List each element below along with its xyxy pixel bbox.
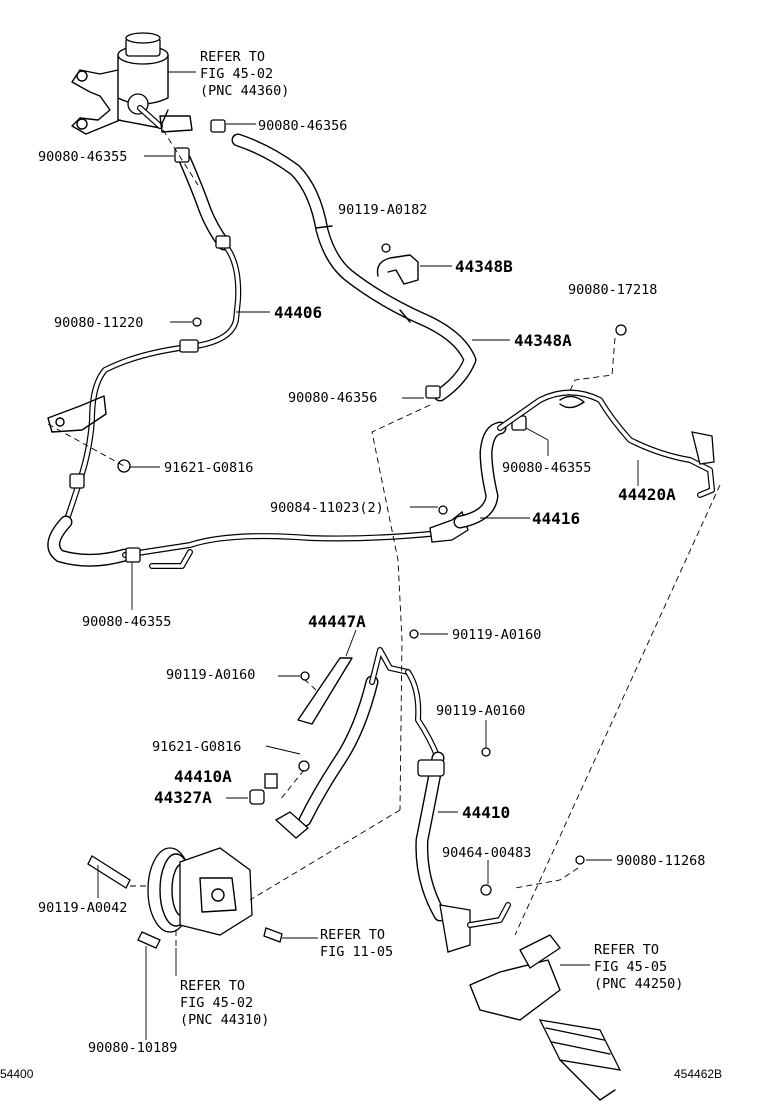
label-90080-11268: 90080-11268 xyxy=(616,853,705,869)
refer-reservoir-line2: FIG 45-02 xyxy=(200,66,273,82)
footer-right-code: 454462B xyxy=(674,1067,722,1081)
label-44348a: 44348A xyxy=(514,331,572,350)
refer-reservoir-line3: (PNC 44360) xyxy=(200,83,289,99)
refer-gear-line3: (PNC 44250) xyxy=(594,976,683,992)
label-90119-a0182: 90119-A0182 xyxy=(338,202,427,218)
refer-pump-line2: FIG 45-02 xyxy=(180,995,253,1011)
label-90080-46356-b: 90080-46356 xyxy=(288,390,377,406)
refer-pump-line1: REFER TO xyxy=(180,978,245,994)
part-labels: REFER TO FIG 45-02 (PNC 44360) 90080-463… xyxy=(0,49,722,1081)
fasteners xyxy=(117,119,627,896)
label-90464-00483: 90464-00483 xyxy=(442,845,531,861)
pressure-line-44406 xyxy=(47,153,443,569)
refer-gear-line1: REFER TO xyxy=(594,942,659,958)
refer-pump-line3: (PNC 44310) xyxy=(180,1012,269,1028)
label-90119-a0160-c: 90119-A0160 xyxy=(436,703,525,719)
clamp-44348b xyxy=(376,243,419,285)
label-44416: 44416 xyxy=(532,509,580,528)
label-90080-46356-a: 90080-46356 xyxy=(258,118,347,134)
label-90080-46355-b: 90080-46355 xyxy=(502,460,591,476)
label-44410: 44410 xyxy=(462,803,510,822)
label-90080-17218: 90080-17218 xyxy=(568,282,657,298)
reservoir-assembly xyxy=(71,32,193,135)
label-44406: 44406 xyxy=(274,303,322,322)
footer-left-code: 54400 xyxy=(0,1067,34,1081)
label-44447a: 44447A xyxy=(308,612,366,631)
steering-gear xyxy=(469,934,622,1101)
refer-fig-11-05-line1: REFER TO xyxy=(320,927,385,943)
lower-hoses xyxy=(249,647,511,953)
label-90080-11220: 90080-11220 xyxy=(54,315,143,331)
label-90119-a0160-a: 90119-A0160 xyxy=(452,627,541,643)
label-91621-g0816-a: 91621-G0816 xyxy=(164,460,253,476)
label-44410a: 44410A xyxy=(174,767,232,786)
refer-reservoir-line1: REFER TO xyxy=(200,49,265,65)
power-steering-pump xyxy=(87,847,283,949)
return-hose-44348a xyxy=(231,133,477,402)
label-90119-a0160-b: 90119-A0160 xyxy=(166,667,255,683)
label-44327a: 44327A xyxy=(154,788,212,807)
label-90080-10189: 90080-10189 xyxy=(88,1040,177,1056)
label-90080-46355-c: 90080-46355 xyxy=(82,614,171,630)
label-91621-g0816-b: 91621-G0816 xyxy=(152,739,241,755)
refer-fig-11-05-line2: FIG 11-05 xyxy=(320,944,393,960)
reference-lines xyxy=(47,129,721,950)
label-90084-11023: 90084-11023(2) xyxy=(270,500,384,516)
label-90119-a0042: 90119-A0042 xyxy=(38,900,127,916)
hose-44416 xyxy=(429,389,715,543)
label-44348b: 44348B xyxy=(455,257,513,276)
refer-gear-line2: FIG 45-05 xyxy=(594,959,667,975)
label-44420a: 44420A xyxy=(618,485,676,504)
label-90080-46355-a: 90080-46355 xyxy=(38,149,127,165)
leader-lines xyxy=(97,71,639,1040)
